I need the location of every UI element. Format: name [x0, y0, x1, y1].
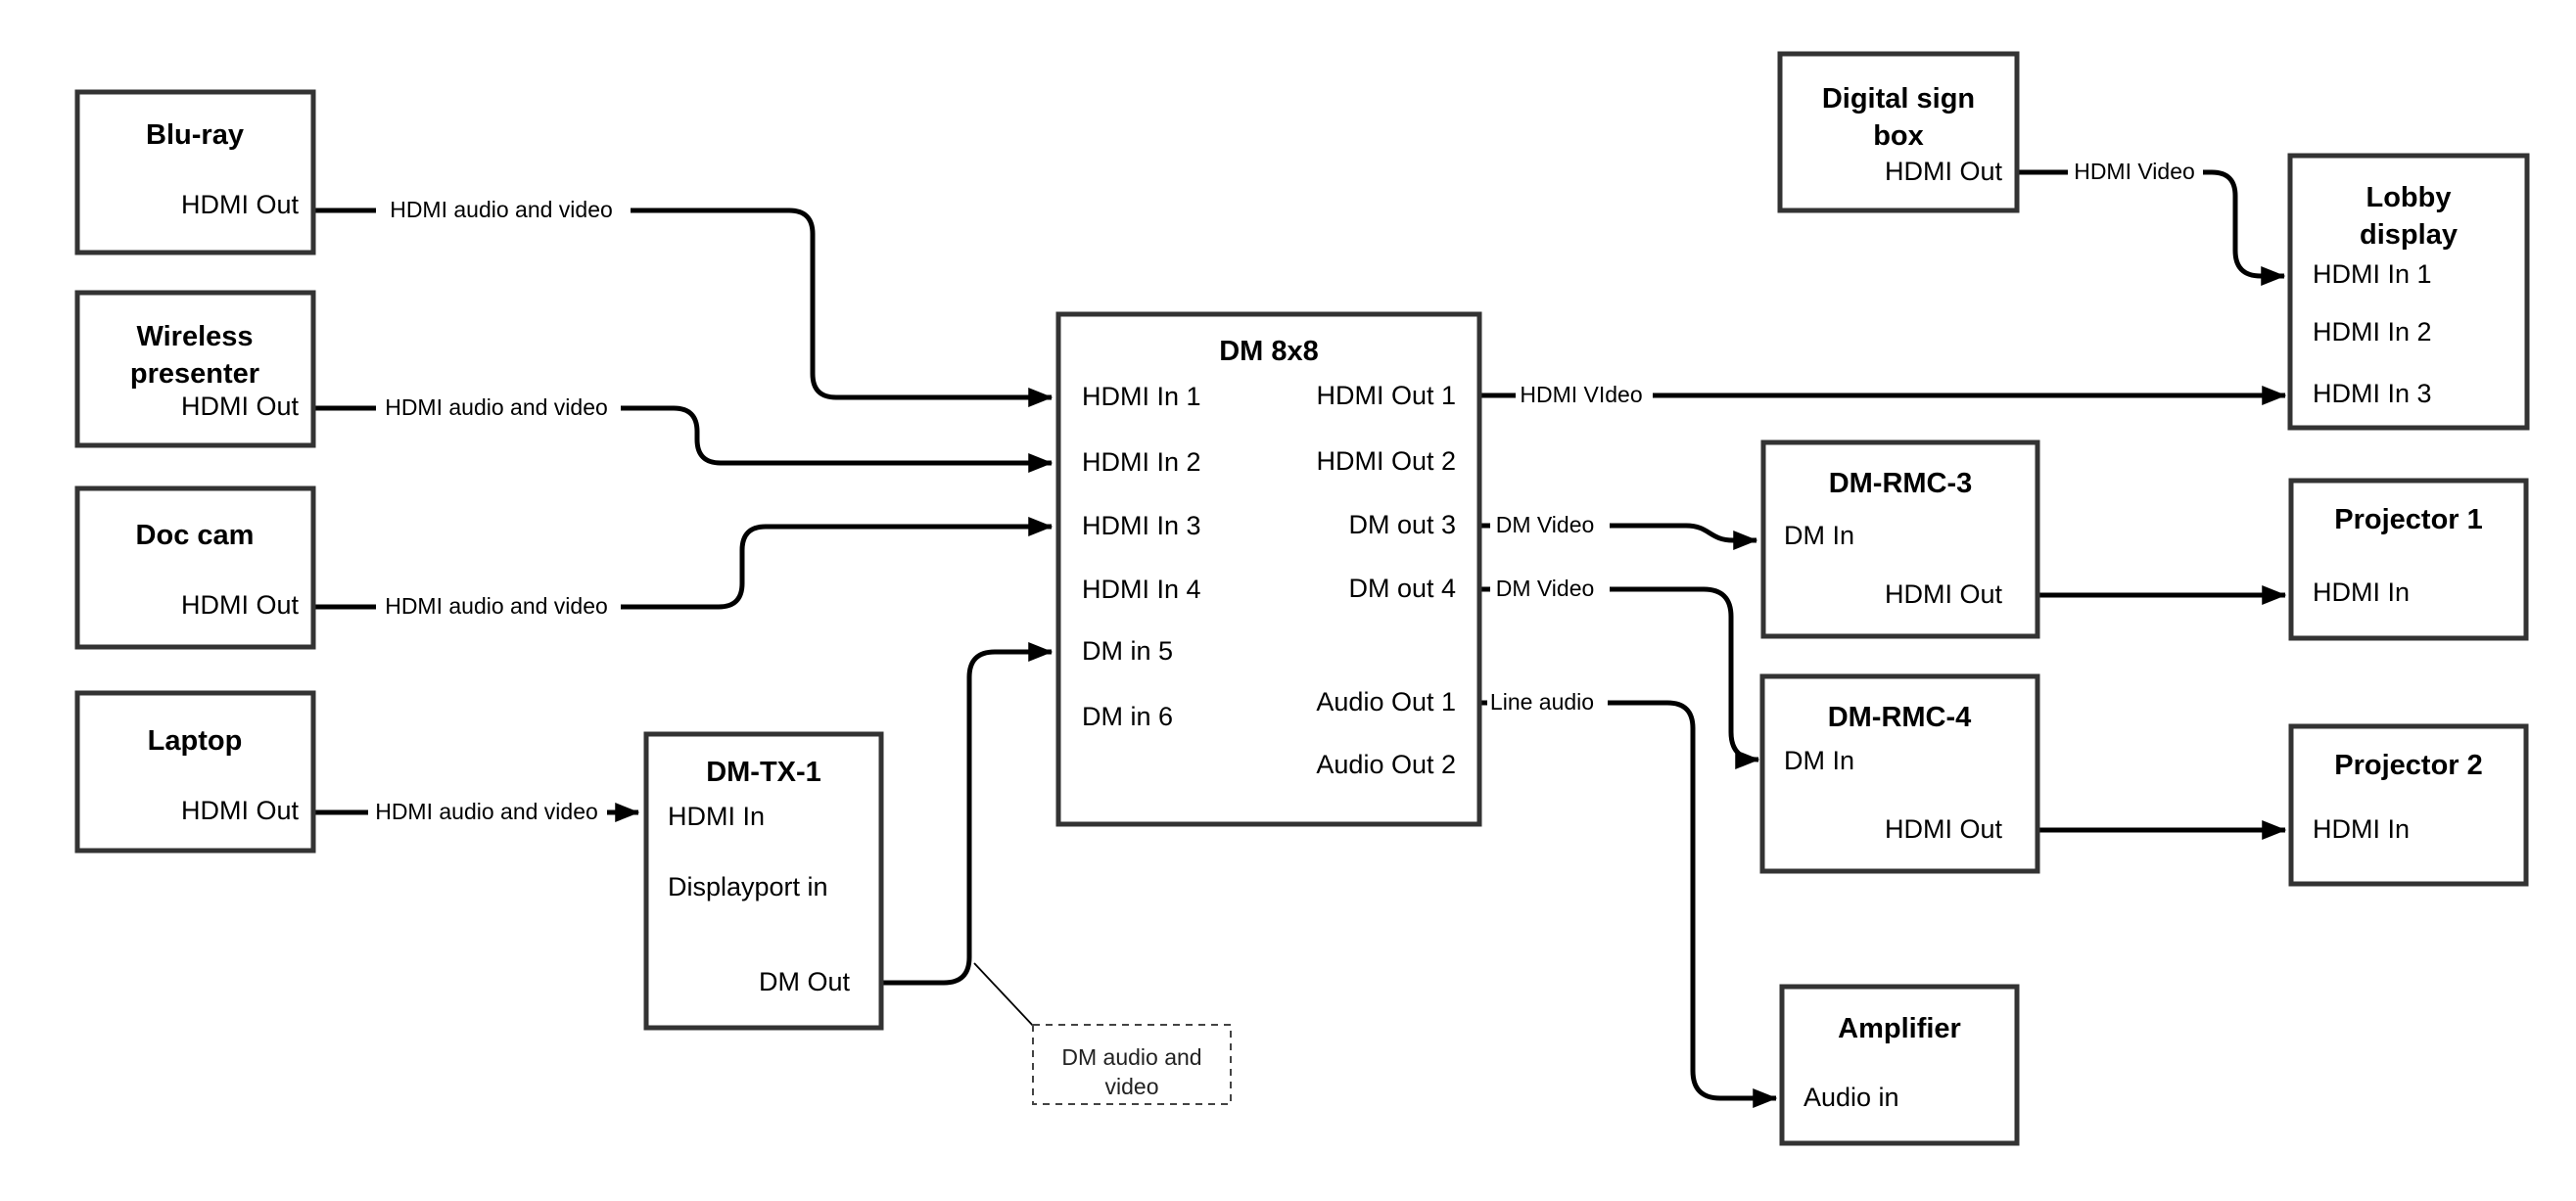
node-digitalsign-box	[1777, 51, 2020, 213]
node-bluray-box	[74, 89, 316, 255]
node-dmtx1-port-dm-out: DM Out	[759, 967, 851, 996]
node-dm8x8-title: DM 8x8	[1219, 336, 1319, 367]
node-wireless-title-line2: presenter	[130, 358, 259, 390]
cable-label-dm-out4: DM Video	[1496, 576, 1595, 601]
node-dm-tx-1: DM-TX-1 HDMI In Displayport in DM Out	[643, 731, 884, 1031]
node-rmc3-port-hdmi-out: HDMI Out	[1885, 579, 2003, 609]
connector-dmtx1-to-dm8x8-in5	[881, 642, 1054, 986]
node-doccam-port-hdmi-out: HDMI Out	[181, 590, 300, 620]
node-proj2-title: Projector 2	[2334, 750, 2483, 781]
callout-dm-audio-video: DM audio and video	[973, 962, 1232, 1105]
node-lobby-title-line2: display	[2360, 219, 2458, 251]
node-dm8x8-port-dm-out-3: DM out 3	[1348, 510, 1456, 539]
node-proj2-port-hdmi-in: HDMI In	[2313, 814, 2410, 844]
callout-pointer-line	[973, 962, 1036, 1029]
node-dm8x8-port-dm-in-5: DM in 5	[1082, 636, 1173, 666]
connector-digitalsign-to-lobby-in1	[2203, 169, 2286, 286]
node-dm8x8-port-hdmi-in-2: HDMI In 2	[1082, 447, 1201, 477]
node-wireless-title-line1: Wireless	[136, 321, 253, 352]
node-lobby-display: Lobby display HDMI In 1 HDMI In 2 HDMI I…	[2287, 153, 2530, 431]
node-dm8x8-port-audio-out-2: Audio Out 2	[1316, 750, 1456, 779]
connector-doccam-to-dm8x8-in3	[621, 517, 1054, 610]
node-amplifier-box	[1779, 984, 2020, 1146]
connector-dm8x8-to-amplifier	[1608, 700, 1778, 1108]
connector-dm8x8-to-rmc3	[1610, 523, 1758, 550]
node-amplifier-port-audio-in: Audio in	[1803, 1083, 1899, 1112]
node-dmtx1-title: DM-TX-1	[706, 757, 821, 788]
connector-dm8x8-to-rmc4	[1610, 586, 1760, 769]
node-dm8x8-box	[1055, 311, 1482, 827]
node-digitalsign-title-line1: Digital sign	[1822, 83, 1975, 115]
node-proj2-box	[2288, 723, 2529, 887]
node-digital-sign-box: Digital sign box HDMI Out	[1777, 51, 2020, 213]
node-rmc3-box	[1760, 439, 2040, 639]
node-dm-rmc-3: DM-RMC-3 DM In HDMI Out	[1760, 439, 2040, 639]
node-dm8x8-port-hdmi-in-3: HDMI In 3	[1082, 511, 1201, 540]
node-bluray: Blu-ray HDMI Out	[74, 89, 316, 255]
node-dm-8x8: DM 8x8 HDMI In 1 HDMI In 2 HDMI In 3 HDM…	[1055, 311, 1482, 827]
node-dm8x8-port-dm-out-4: DM out 4	[1348, 574, 1456, 603]
callout-text-line2: video	[1105, 1074, 1159, 1099]
node-dm8x8-port-audio-out-1: Audio Out 1	[1316, 687, 1456, 716]
node-wireless-presenter: Wireless presenter HDMI Out	[74, 290, 316, 448]
node-proj1-port-hdmi-in: HDMI In	[2313, 577, 2410, 607]
cable-label-hdmi-out1: HDMI VIdeo	[1520, 382, 1642, 407]
node-rmc3-port-dm-in: DM In	[1784, 521, 1854, 550]
node-rmc4-port-dm-in: DM In	[1784, 746, 1854, 775]
node-proj1-title: Projector 1	[2334, 504, 2483, 535]
node-laptop-box	[74, 690, 316, 854]
node-dmtx1-box	[643, 731, 884, 1031]
node-doc-cam: Doc cam HDMI Out	[74, 485, 316, 650]
callout-box	[1032, 1024, 1232, 1105]
node-laptop: Laptop HDMI Out	[74, 690, 316, 854]
node-bluray-port-hdmi-out: HDMI Out	[181, 190, 300, 219]
node-dm8x8-port-hdmi-out-1: HDMI Out 1	[1316, 381, 1456, 410]
node-dm8x8-port-hdmi-out-2: HDMI Out 2	[1316, 446, 1456, 476]
node-doccam-box	[74, 485, 316, 650]
node-rmc4-port-hdmi-out: HDMI Out	[1885, 814, 2003, 844]
cable-label-doccam: HDMI audio and video	[385, 593, 608, 619]
node-laptop-title: Laptop	[148, 725, 243, 757]
node-wireless-box	[74, 290, 316, 448]
node-lobby-port-hdmi-in-3: HDMI In 3	[2313, 379, 2432, 408]
node-digitalsign-title-line2: box	[1873, 120, 1924, 152]
node-lobby-port-hdmi-in-1: HDMI In 1	[2313, 259, 2432, 289]
node-wireless-port-hdmi-out: HDMI Out	[181, 392, 300, 421]
node-dmtx1-port-hdmi-in: HDMI In	[668, 802, 765, 831]
connector-wireless-to-dm8x8-in2	[621, 405, 1054, 473]
cable-label-wireless: HDMI audio and video	[385, 394, 608, 420]
node-projector-2: Projector 2 HDMI In	[2288, 723, 2529, 887]
cable-label-digital-sign: HDMI Video	[2074, 159, 2195, 184]
node-rmc4-title: DM-RMC-4	[1828, 702, 1972, 733]
node-dm8x8-port-hdmi-in-1: HDMI In 1	[1082, 382, 1201, 411]
connector-bluray-to-dm8x8-in1	[631, 208, 1054, 407]
node-dm8x8-port-hdmi-in-4: HDMI In 4	[1082, 575, 1201, 604]
node-rmc3-title: DM-RMC-3	[1829, 468, 1973, 499]
cable-label-audio-out1: Line audio	[1490, 689, 1594, 715]
node-lobby-box	[2287, 153, 2530, 431]
node-dmtx1-port-displayport-in: Displayport in	[668, 872, 828, 901]
node-amplifier: Amplifier Audio in	[1779, 984, 2020, 1146]
node-proj1-box	[2288, 478, 2529, 641]
node-rmc4-box	[1759, 673, 2040, 874]
node-dm-rmc-4: DM-RMC-4 DM In HDMI Out	[1759, 673, 2040, 874]
cable-label-laptop: HDMI audio and video	[375, 799, 598, 824]
node-digitalsign-port-hdmi-out: HDMI Out	[1885, 157, 2003, 186]
node-lobby-port-hdmi-in-2: HDMI In 2	[2313, 317, 2432, 346]
node-amplifier-title: Amplifier	[1838, 1013, 1961, 1044]
node-lobby-title-line1: Lobby	[2366, 182, 2452, 213]
node-laptop-port-hdmi-out: HDMI Out	[181, 796, 300, 825]
node-dm8x8-port-dm-in-6: DM in 6	[1082, 702, 1173, 731]
node-doccam-title: Doc cam	[136, 520, 255, 551]
connections: HDMI audio and video HDMI audio and vide…	[313, 159, 2287, 1108]
cable-label-dm-out3: DM Video	[1496, 512, 1595, 537]
node-projector-1: Projector 1 HDMI In	[2288, 478, 2529, 641]
cable-label-bluray: HDMI audio and video	[390, 197, 613, 222]
node-bluray-title: Blu-ray	[146, 119, 244, 151]
callout-text-line1: DM audio and	[1061, 1044, 1201, 1070]
